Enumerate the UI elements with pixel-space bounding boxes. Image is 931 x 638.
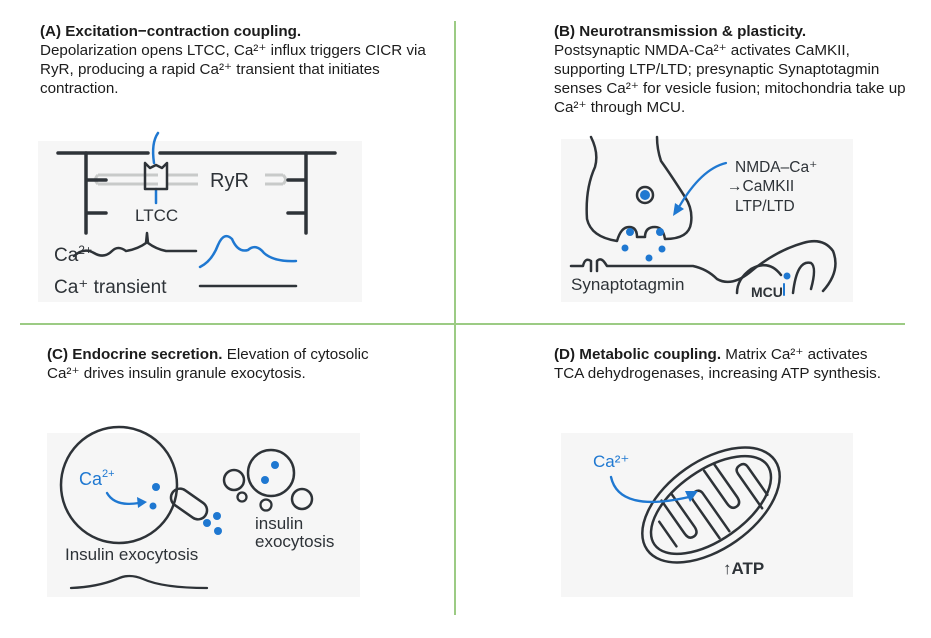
caption-b-body: Postsynaptic NMDA-Ca²⁺ activates CaMKII,… <box>554 42 906 116</box>
influx-trace <box>72 231 198 258</box>
synaptic-vesicles <box>621 185 666 262</box>
ca-label: Ca2+ <box>79 468 115 489</box>
calcium-dot <box>149 502 157 510</box>
transient-label: Ca⁺ transient <box>54 277 167 298</box>
ca-label: Ca²⁺ <box>593 452 629 471</box>
insulin-dot <box>203 519 211 527</box>
ltcc-channel <box>143 131 169 205</box>
figure-insulin-secretion: Ca2+ insulin exocytosis Insulin exocytos… <box>47 425 360 597</box>
insulin-label-line2: exocytosis <box>255 532 334 551</box>
caption-b: (B) Neurotransmission & plasticity. Post… <box>554 22 924 117</box>
calcium-arrow <box>105 491 141 506</box>
calcium-uptake-arrow <box>609 475 691 504</box>
insulin-granule <box>169 487 209 521</box>
caption-c-body: Elevation of cytosolic Ca²⁺ drives insul… <box>47 346 369 382</box>
membrane-scaffold <box>56 151 337 235</box>
ryr-label: RyR <box>210 170 249 192</box>
caption-d-body: Matrix Ca²⁺ activates TCA dehydrogenases… <box>554 346 881 382</box>
synaptotagmin-label: Synaptotagmin <box>571 275 684 294</box>
horizontal-divider <box>20 323 905 325</box>
atp-label: ↑ATP <box>723 559 764 578</box>
secretion-curve <box>69 574 209 590</box>
caption-d: (D) Metabolic coupling. Matrix Ca²⁺ acti… <box>554 345 894 383</box>
mcu-calcium-dot <box>783 272 791 280</box>
figure-excitation-contraction: RyR LTCC Ca2+ Ca⁺ transient <box>38 131 362 302</box>
calcium-dot <box>152 483 160 491</box>
calcium-transient-trace <box>198 234 298 269</box>
ca-label: Ca2+ <box>54 243 92 266</box>
ca-label-sup: 2+ <box>78 243 92 257</box>
caption-a-body: Depolarization opens LTCC, Ca²⁺ influx t… <box>40 42 426 97</box>
presynaptic-terminal <box>585 135 693 243</box>
caption-b-heading: (B) Neurotransmission & plasticity. <box>554 23 807 40</box>
calcium-uptake-arrowhead <box>685 491 698 502</box>
mcu-label: MCU <box>751 284 783 300</box>
insulin-dot <box>213 512 221 520</box>
mitochondrion-illustration: Ca²⁺ ↑ATP <box>593 446 781 578</box>
caption-c: (C) Endocrine secretion. Elevation of cy… <box>47 345 377 383</box>
ca-label-sup: 2+ <box>102 468 115 480</box>
nmda-arrowhead <box>673 203 684 216</box>
ca-label-base: Ca <box>54 245 79 266</box>
calcium-arrowhead <box>137 497 147 508</box>
insulin-dot <box>214 527 222 535</box>
nmda-arrow <box>677 161 728 209</box>
insulin-exocytosis-label: Insulin exocytosis <box>65 545 198 564</box>
released-vesicles <box>222 448 314 512</box>
insulin-label-line1: insulin <box>255 514 303 533</box>
caption-c-heading: (C) Endocrine secretion. <box>47 346 223 363</box>
nmda-label: NMDA–Ca⁺ <box>735 159 817 176</box>
postsynaptic-membrane <box>569 240 837 293</box>
figure-synapse: NMDA–Ca⁺ →CaMKII LTP/LTD Synaptotagmin M… <box>561 135 853 302</box>
beta-cell <box>59 425 179 545</box>
caption-d-heading: (D) Metabolic coupling. <box>554 346 722 363</box>
ca-label-base: Ca <box>79 469 103 489</box>
camkii-label: →CaMKII <box>727 178 794 195</box>
caption-a-heading: (A) Excitation−contraction coupling. <box>40 23 302 40</box>
ec-coupling-illustration: RyR LTCC Ca2+ Ca⁺ transient <box>54 131 337 298</box>
mitochondrion <box>641 446 781 564</box>
mitochondrion-inner <box>735 261 816 295</box>
sr-tubules <box>94 173 287 186</box>
synapse-illustration: NMDA–Ca⁺ →CaMKII LTP/LTD Synaptotagmin M… <box>569 135 837 300</box>
ltp-ltd-label: LTP/LTD <box>735 198 795 215</box>
caption-a: (A) Excitation−contraction coupling. Dep… <box>40 22 440 98</box>
ltcc-label: LTCC <box>135 206 178 225</box>
figure-mitochondrion: Ca²⁺ ↑ATP <box>561 433 853 597</box>
vertical-divider <box>454 21 456 615</box>
insulin-illustration: Ca2+ insulin exocytosis Insulin exocytos… <box>59 425 334 590</box>
